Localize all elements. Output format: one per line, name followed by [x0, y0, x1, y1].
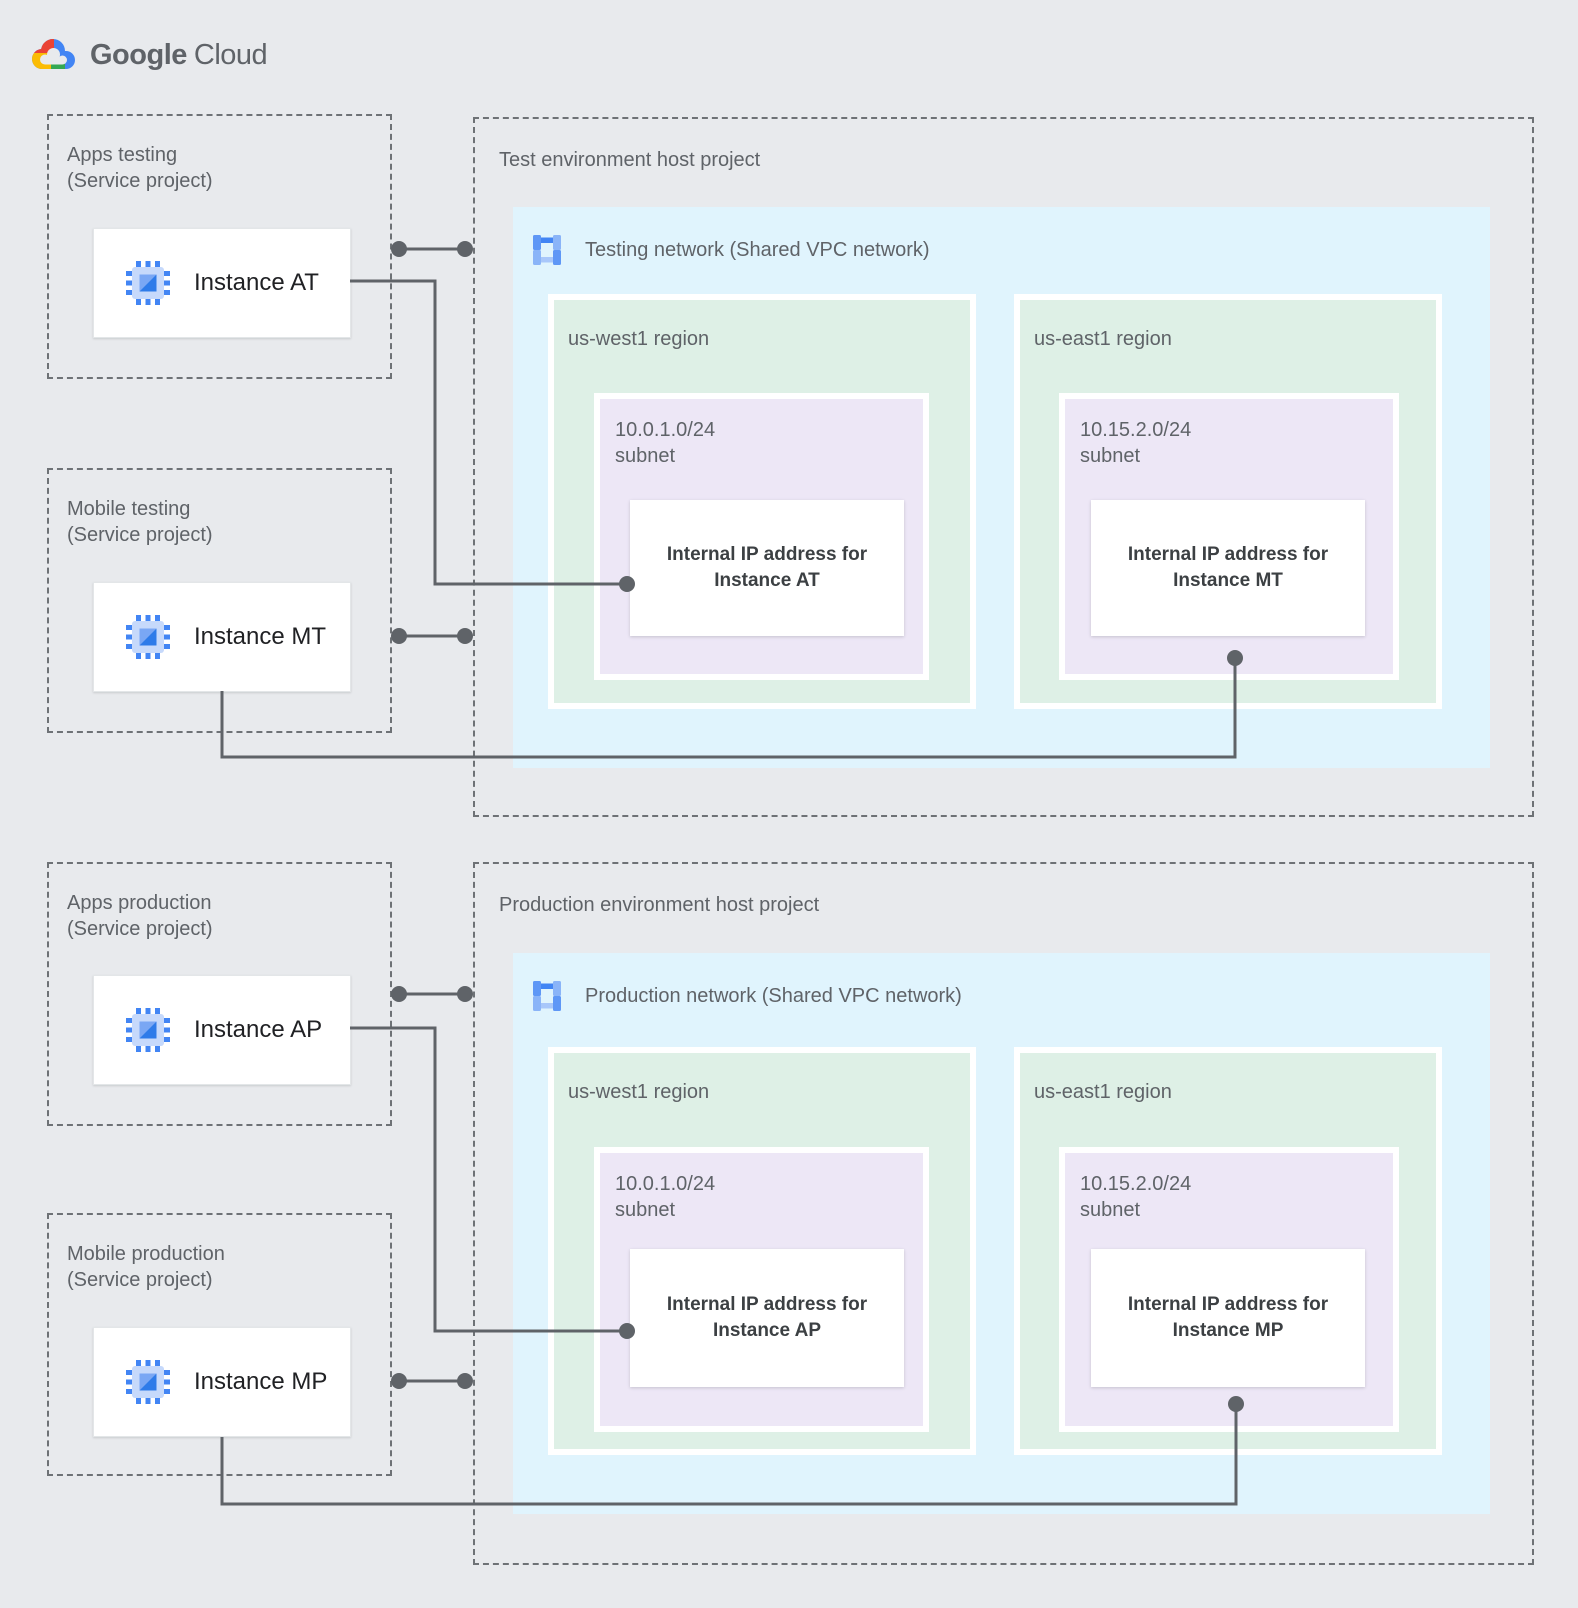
internal-ip-card-mp: Internal IP address for Instance MP: [1091, 1249, 1365, 1387]
google-cloud-logo-icon: [32, 39, 75, 69]
subnet-word: subnet: [615, 1199, 676, 1221]
project-type: (Service project): [67, 1269, 213, 1291]
apps-testing-project-box: Apps testing (Service project) Instance …: [47, 114, 392, 379]
ip-text-line1: Internal IP address for: [1127, 1294, 1329, 1315]
instance-label: Instance MP: [194, 1368, 328, 1395]
ip-text-line2: Instance AT: [714, 570, 820, 591]
ip-text-line2: Instance AP: [712, 1320, 822, 1341]
project-label: Mobile testing (Service project): [67, 496, 213, 548]
apps-production-project-box: Apps production (Service project) Instan…: [47, 862, 392, 1126]
production-subnet-us-east1: 10.15.2.0/24 subnet Internal IP address …: [1059, 1147, 1399, 1432]
vpc-network-icon: [533, 981, 561, 1011]
subnet-cidr: 10.0.1.0/24: [615, 1173, 716, 1195]
mobile-testing-project-box: Mobile testing (Service project) Instanc…: [47, 468, 392, 733]
project-name: Apps production: [67, 892, 212, 914]
ip-text-line1: Internal IP address for: [666, 1294, 868, 1315]
region-label: us-west1 region: [568, 1081, 710, 1103]
production-host-project-box: Production environment host project Prod…: [473, 862, 1534, 1565]
test-region-us-west1: us-west1 region 10.0.1.0/24 subnet Inter…: [548, 294, 976, 709]
region-label: us-west1 region: [568, 328, 710, 350]
project-type: (Service project): [67, 524, 213, 546]
project-type: (Service project): [67, 170, 213, 192]
production-subnet-us-west1: 10.0.1.0/24 subnet Internal IP address f…: [594, 1147, 929, 1432]
network-label: Testing network (Shared VPC network): [585, 239, 930, 261]
logo-brand: Google: [90, 38, 187, 71]
internal-ip-card-ap: Internal IP address for Instance AP: [630, 1249, 904, 1387]
internal-ip-card-at: Internal IP address for Instance AT: [630, 500, 904, 636]
project-name: Mobile production: [67, 1243, 225, 1265]
region-label: us-east1 region: [1034, 328, 1172, 350]
ip-text-line2: Instance MT: [1173, 570, 1283, 591]
subnet-cidr: 10.0.1.0/24: [615, 419, 716, 441]
subnet-cidr: 10.15.2.0/24: [1080, 1173, 1192, 1195]
mobile-production-project-box: Mobile production (Service project) Inst…: [47, 1213, 392, 1476]
ip-text-line1: Internal IP address for: [666, 544, 868, 565]
host-project-label: Test environment host project: [499, 149, 761, 171]
compute-engine-icon: [126, 1008, 170, 1052]
instance-label: Instance AP: [194, 1016, 323, 1043]
instance-label: Instance AT: [194, 269, 319, 296]
host-project-label: Production environment host project: [499, 894, 820, 916]
subnet-word: subnet: [1080, 445, 1141, 467]
vpc-network-icon: [533, 235, 561, 265]
subnet-cidr: 10.15.2.0/24: [1080, 419, 1192, 441]
instance-ap-card: Instance AP: [93, 975, 351, 1085]
instance-mt-card: Instance MT: [93, 582, 351, 692]
logo-product: Cloud: [193, 38, 268, 71]
project-label: Apps testing (Service project): [67, 142, 213, 194]
production-region-us-west1: us-west1 region 10.0.1.0/24 subnet Inter…: [548, 1047, 976, 1455]
project-name: Apps testing: [67, 144, 178, 166]
subnet-label: 10.15.2.0/24 subnet: [1080, 1171, 1191, 1223]
project-label: Mobile production (Service project): [67, 1241, 225, 1293]
subnet-word: subnet: [1080, 1199, 1141, 1221]
instance-mp-card: Instance MP: [93, 1327, 351, 1437]
compute-engine-icon: [126, 261, 170, 305]
instance-at-card: Instance AT: [93, 228, 351, 338]
testing-network-box: Testing network (Shared VPC network) us-…: [513, 207, 1490, 768]
instance-label: Instance MT: [194, 623, 327, 650]
ip-text-line1: Internal IP address for: [1127, 544, 1329, 565]
network-header: Testing network (Shared VPC network): [530, 233, 930, 267]
production-network-box: Production network (Shared VPC network) …: [513, 953, 1490, 1514]
test-region-us-east1: us-east1 region 10.15.2.0/24 subnet Inte…: [1014, 294, 1442, 709]
test-subnet-us-west1: 10.0.1.0/24 subnet Internal IP address f…: [594, 393, 929, 680]
project-label: Apps production (Service project): [67, 890, 213, 942]
subnet-label: 10.15.2.0/24 subnet: [1080, 417, 1191, 469]
project-type: (Service project): [67, 918, 213, 940]
network-label: Production network (Shared VPC network): [585, 985, 962, 1007]
internal-ip-card-mt: Internal IP address for Instance MT: [1091, 500, 1365, 636]
compute-engine-icon: [126, 615, 170, 659]
ip-text-line2: Instance MP: [1172, 1320, 1284, 1341]
test-subnet-us-east1: 10.15.2.0/24 subnet Internal IP address …: [1059, 393, 1399, 680]
compute-engine-icon: [126, 1360, 170, 1404]
subnet-label: 10.0.1.0/24 subnet: [615, 417, 715, 469]
subnet-word: subnet: [615, 445, 676, 467]
subnet-label: 10.0.1.0/24 subnet: [615, 1171, 715, 1223]
test-host-project-box: Test environment host project Testing ne…: [473, 117, 1534, 817]
project-name: Mobile testing: [67, 498, 191, 520]
region-label: us-east1 region: [1034, 1081, 1172, 1103]
production-region-us-east1: us-east1 region 10.15.2.0/24 subnet Inte…: [1014, 1047, 1442, 1455]
network-header: Production network (Shared VPC network): [530, 979, 962, 1013]
